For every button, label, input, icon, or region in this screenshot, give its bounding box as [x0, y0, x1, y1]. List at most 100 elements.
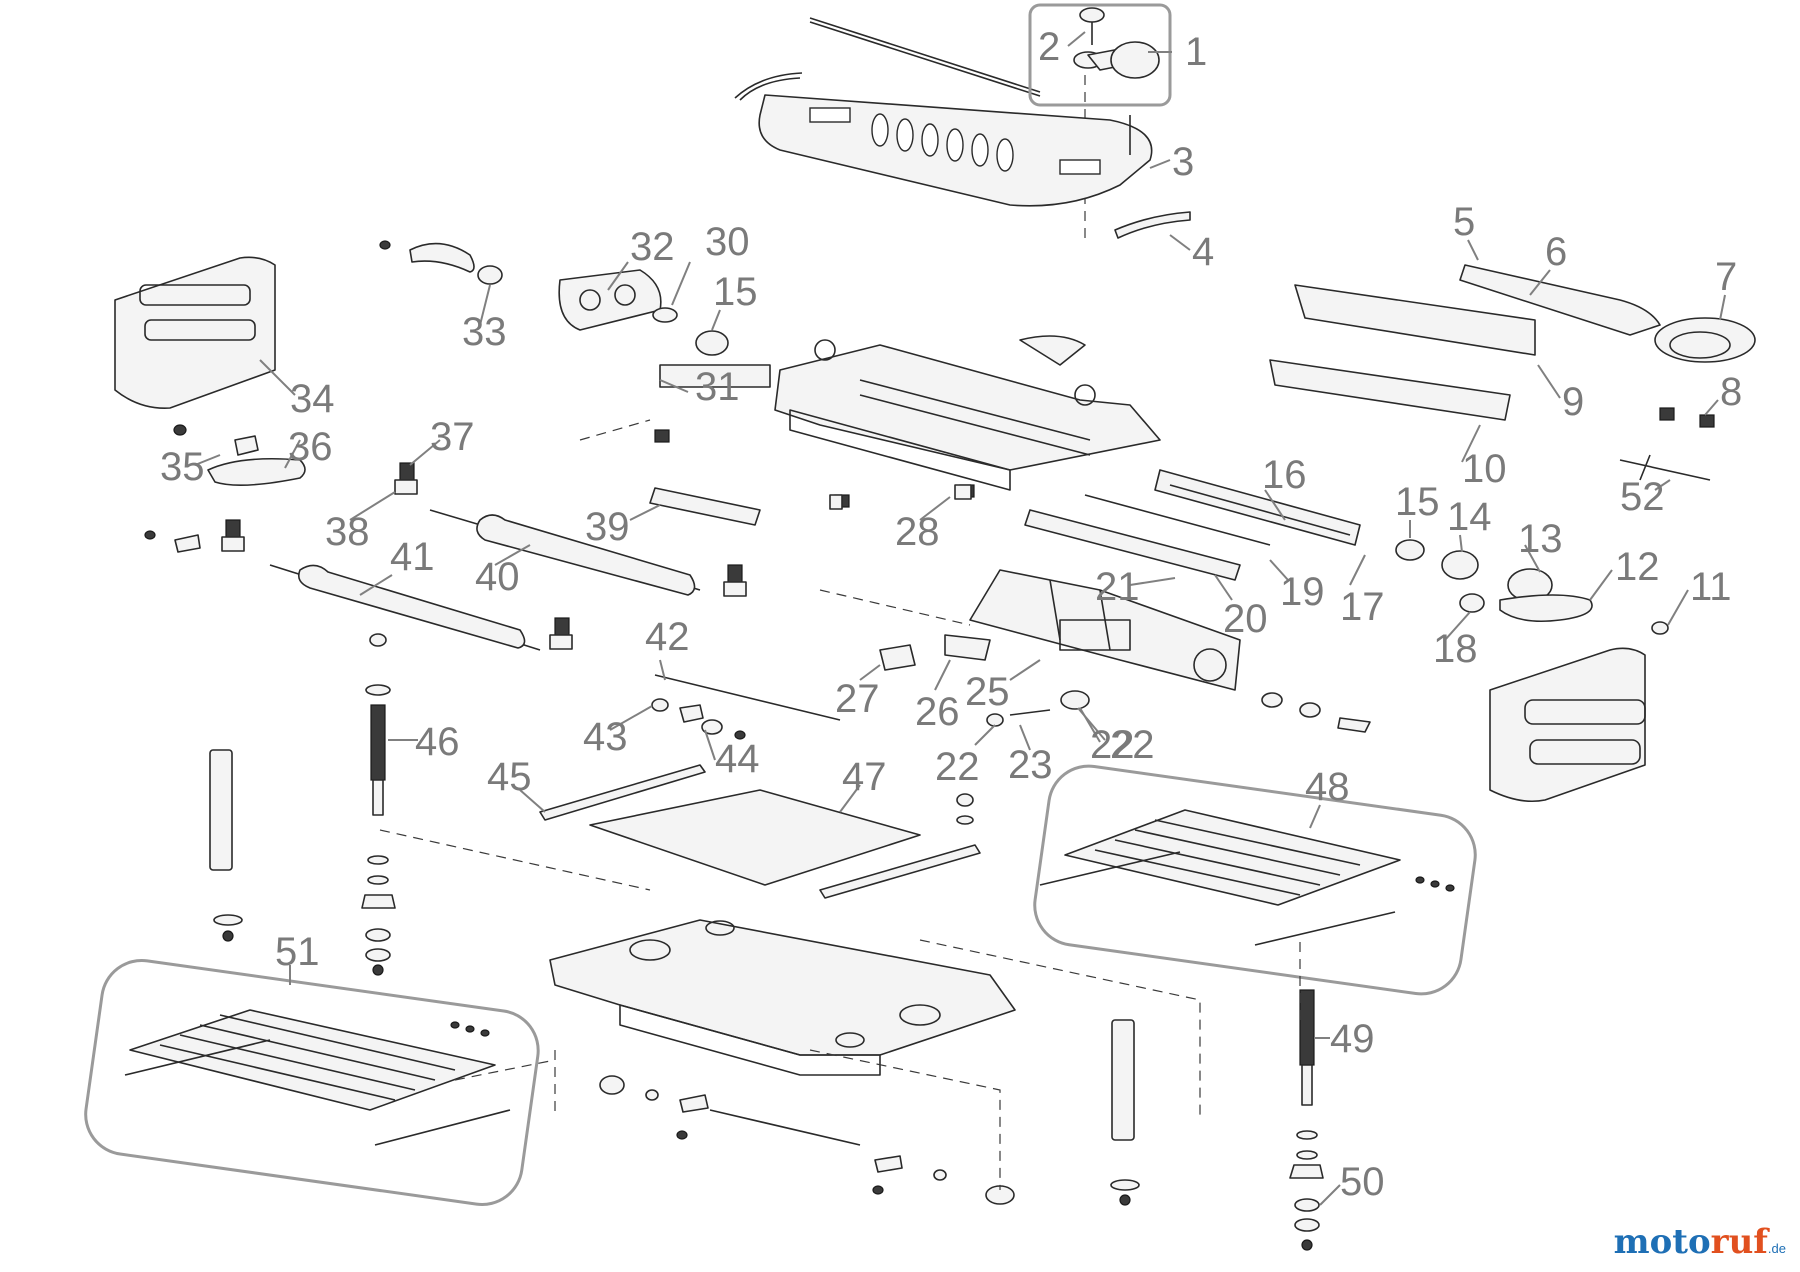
callout-43: 43 — [583, 715, 628, 759]
callout-37: 37 — [430, 415, 475, 459]
callout-leader-7 — [1719, 294, 1726, 321]
callout-leader-45 — [519, 789, 546, 813]
callout-10: 10 — [1462, 447, 1507, 491]
callout-leader-36 — [284, 439, 301, 469]
callout-leader-35 — [194, 454, 221, 466]
gearbox-chain-assembly — [173, 240, 729, 486]
callout-47: 47 — [842, 755, 887, 799]
callout-8: 8 — [1720, 370, 1742, 414]
handle-group-box — [1028, 3, 1172, 107]
callout-leader-38 — [349, 491, 396, 521]
callout-52: 52 — [1620, 475, 1665, 519]
extension-table-right — [1033, 764, 1477, 996]
callout-35: 35 — [160, 445, 205, 489]
callout-leader-41 — [359, 574, 393, 596]
callout-leader-2 — [1067, 31, 1086, 47]
callout-leader-52 — [1654, 479, 1671, 491]
callout-leader-3 — [1149, 159, 1171, 169]
callout-leader-32 — [607, 261, 629, 291]
callout-leader-48 — [1309, 804, 1321, 829]
callout-leader-42 — [659, 659, 666, 681]
top-cover-slots — [809, 107, 1101, 175]
base-frame — [549, 919, 1016, 1205]
callout-leader-8 — [1704, 399, 1719, 416]
callout-11: 11 — [1690, 565, 1732, 609]
callout-19: 19 — [1280, 570, 1325, 614]
callout-leader-14 — [1459, 534, 1463, 553]
callout-leader-6 — [1529, 269, 1551, 296]
main-frame — [654, 335, 1161, 508]
callout-leader-13 — [1524, 544, 1541, 573]
callout-23: 23 — [1008, 743, 1053, 787]
callout-6: 6 — [1545, 230, 1567, 274]
callout-30: 30 — [705, 220, 750, 264]
callout-28: 28 — [895, 510, 940, 554]
callout-2: 2 — [1038, 25, 1060, 69]
callout-15: 15 — [713, 270, 758, 314]
callout-48: 48 — [1305, 765, 1350, 809]
callout-leader-30 — [671, 261, 691, 306]
callout-leader-39 — [629, 504, 661, 521]
callout-45: 45 — [487, 755, 532, 799]
callout-39: 39 — [585, 505, 630, 549]
watermark-part1: moto — [1613, 1222, 1711, 1262]
callout-12: 12 — [1615, 545, 1660, 589]
callout-leader-9 — [1537, 364, 1561, 399]
callout-leader-47 — [839, 784, 861, 813]
callout-leader-43 — [609, 705, 653, 731]
callout-36: 36 — [288, 425, 333, 469]
callout-leader-17 — [1349, 554, 1366, 586]
assembly-guides — [379, 419, 1301, 1190]
callout-32: 32 — [630, 225, 675, 269]
callout-leader-28 — [919, 496, 951, 521]
chip-chute-assembly — [1269, 264, 1756, 481]
callout-leader-50 — [1319, 1184, 1341, 1206]
callout-leader-37 — [409, 439, 441, 466]
top-cover-assembly — [734, 3, 1191, 245]
callout-leader-25 — [1009, 659, 1041, 681]
callout-leader-34 — [259, 359, 296, 396]
callout-leader-40 — [494, 544, 531, 566]
extension-table-left — [84, 959, 540, 1206]
height-adjustment-left — [209, 633, 396, 976]
callout-27: 27 — [835, 677, 880, 721]
cutter-block-assembly — [1024, 469, 1669, 635]
callout-leader-20 — [1214, 574, 1233, 601]
callout-14: 14 — [1447, 495, 1492, 539]
callout-26: 26 — [915, 690, 960, 734]
callout-leader-23 — [1019, 724, 1031, 751]
watermark-part2: ruf — [1710, 1222, 1768, 1262]
callout-40: 40 — [475, 555, 520, 599]
callout-22: 22 — [1110, 723, 1155, 767]
callout-9: 9 — [1562, 380, 1584, 424]
callout-leader-44 — [704, 729, 716, 761]
height-adjustment-right — [1110, 989, 1324, 1251]
callout-leader-31 — [659, 379, 689, 393]
callout-31: 31 — [695, 365, 740, 409]
callout-leader-4 — [1169, 234, 1191, 251]
extension-table-left-box — [84, 959, 540, 1206]
extension-table-right-box — [1033, 764, 1477, 996]
callout-42: 42 — [645, 615, 690, 659]
callout-5: 5 — [1453, 200, 1475, 244]
callout-25: 25 — [965, 670, 1010, 714]
callout-leader-22 — [974, 724, 996, 746]
callout-18: 18 — [1433, 627, 1478, 671]
callout-41: 41 — [390, 535, 435, 579]
callout-leader-19 — [1269, 559, 1289, 581]
callout-20: 20 — [1223, 597, 1268, 641]
callout-leader-22 — [1079, 707, 1101, 743]
callout-44: 44 — [715, 737, 760, 781]
right-side-panel — [1489, 647, 1646, 803]
callout-22: 22 — [1090, 723, 1135, 767]
motoruf-watermark: motoruf.de — [1614, 1222, 1786, 1262]
callout-leader-26 — [934, 659, 951, 691]
callout-1: 1 — [1185, 30, 1207, 74]
callout-21: 21 — [1095, 565, 1140, 609]
callout-22: 22 — [935, 745, 980, 789]
callout-leader-10 — [1461, 424, 1481, 463]
table-plate-assembly — [539, 674, 981, 899]
motor-assembly — [879, 569, 1371, 733]
callout-46: 46 — [415, 720, 460, 764]
